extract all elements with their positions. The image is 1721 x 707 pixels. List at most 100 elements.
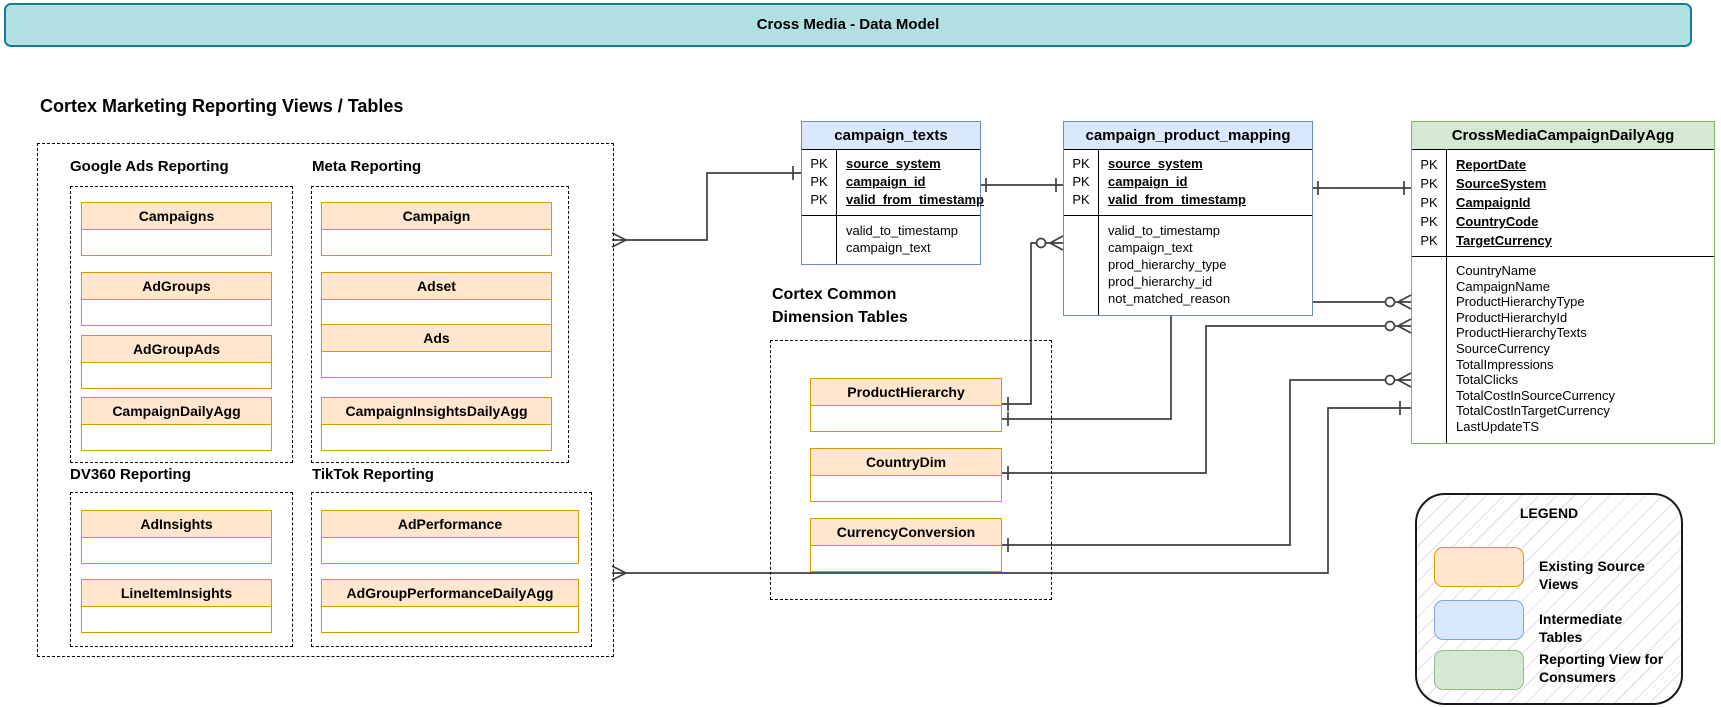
table-adgroupads: AdGroupAds xyxy=(81,335,272,389)
table-title: LineItemInsights xyxy=(82,580,271,607)
legend-swatch-existing-source-views xyxy=(1434,547,1524,587)
pk-field: campaign_id xyxy=(1108,174,1188,189)
table-body xyxy=(322,230,551,255)
connector-currencyconversion-to-agg xyxy=(1000,372,1412,552)
marketing-group-box xyxy=(37,143,614,657)
group-label-dv360: DV360 Reporting xyxy=(70,466,191,483)
pk-key: PK xyxy=(810,174,828,189)
table-body xyxy=(322,300,551,325)
diagram-title: Cross Media - Data Model xyxy=(756,16,940,33)
table-body xyxy=(82,230,271,255)
pk-key: PK xyxy=(1072,192,1090,207)
table-campaigns: Campaigns xyxy=(81,202,272,256)
table-body xyxy=(322,607,578,632)
field: ProductHierarchyType xyxy=(1456,294,1585,310)
pk-key: PK xyxy=(1420,195,1438,210)
field: CountryName xyxy=(1456,263,1537,278)
legend: LEGEND Existing Source Views Intermediat… xyxy=(1415,493,1683,705)
pk-field: valid_from_timestamp xyxy=(846,192,984,207)
connector-texts-to-mapping xyxy=(979,178,1063,192)
field-section: valid_to_timestamp campaign_text prod_hi… xyxy=(1064,216,1312,315)
table-countrydim: CountryDim xyxy=(810,448,1002,502)
legend-label-intermediate-tables: Intermediate Tables xyxy=(1539,611,1623,645)
pk-key: PK xyxy=(1420,233,1438,248)
pk-key: PK xyxy=(1072,156,1090,171)
table-title: ProductHierarchy xyxy=(811,379,1001,406)
table-title: Adset xyxy=(322,273,551,300)
marketing-section-heading: Cortex Marketing Reporting Views / Table… xyxy=(40,96,404,116)
field: prod_hierarchy_type xyxy=(1108,257,1227,272)
field: TotalImpressions xyxy=(1456,356,1554,372)
dimension-group-box xyxy=(770,340,1052,600)
table-campaign: Campaign xyxy=(321,202,552,256)
pk-field: CampaignId xyxy=(1456,195,1531,210)
field-section: valid_to_timestamp campaign_text xyxy=(802,216,980,264)
field: TotalClicks xyxy=(1456,372,1519,388)
field: not_matched_reason xyxy=(1108,291,1231,306)
field: LastUpdateTS xyxy=(1456,418,1540,434)
table-title: AdInsights xyxy=(82,511,271,538)
field-section: CountryName CampaignName ProductHierarch… xyxy=(1412,257,1714,443)
dimension-section-heading: Cortex Common Dimension Tables xyxy=(772,283,908,329)
field: valid_to_timestamp xyxy=(1108,223,1220,238)
pk-field: source_system xyxy=(846,156,941,171)
connector-sources-to-campaign-texts xyxy=(611,166,801,248)
pk-key: PK xyxy=(810,156,828,171)
pk-field: SourceSystem xyxy=(1456,176,1547,191)
table-title: AdPerformance xyxy=(322,511,578,538)
pk-section: PK PK PK PK PK ReportDate SourceSystem C… xyxy=(1412,150,1714,257)
pk-field: valid_from_timestamp xyxy=(1108,192,1246,207)
table-title: CurrencyConversion xyxy=(811,519,1001,546)
pk-field: TargetCurrency xyxy=(1456,233,1552,248)
table-title: AdGroupAds xyxy=(82,336,271,363)
pk-key: PK xyxy=(810,192,828,207)
field: valid_to_timestamp xyxy=(846,223,958,238)
field: prod_hierarchy_id xyxy=(1108,274,1213,289)
pk-section: PK PK PK source_system campaign_id valid… xyxy=(802,150,984,216)
table-lineiteminsights: LineItemInsights xyxy=(81,579,272,633)
pk-section: PK PK PK source_system campaign_id valid… xyxy=(1064,150,1312,216)
field: TotalCostInTargetCurrency xyxy=(1456,403,1610,419)
table-body xyxy=(82,538,271,563)
table-body xyxy=(322,352,551,377)
table-adgroupperformancedailyagg: AdGroupPerformanceDailyAgg xyxy=(321,579,579,633)
pk-field: campaign_id xyxy=(846,174,926,189)
meta-box xyxy=(311,186,569,463)
table-adset: Adset xyxy=(321,272,552,326)
field: CampaignName xyxy=(1456,278,1550,294)
field: ProductHierarchyId xyxy=(1456,309,1568,325)
connector-producthierarchy-to-mapping xyxy=(1000,235,1064,411)
field: SourceCurrency xyxy=(1456,340,1550,356)
legend-title: LEGEND xyxy=(1519,505,1579,521)
table-title: Campaign xyxy=(322,203,551,230)
pk-key: PK xyxy=(1420,157,1438,172)
table-campaigndailyagg: CampaignDailyAgg xyxy=(81,397,272,451)
table-title: AdGroupPerformanceDailyAgg xyxy=(322,580,578,607)
table-adinsights: AdInsights xyxy=(81,510,272,564)
table-title: CampaignInsightsDailyAgg xyxy=(322,398,551,425)
connector-countrydim-to-agg xyxy=(1000,318,1412,480)
dimension-heading-line2: Dimension Tables xyxy=(772,309,908,326)
table-ads: Ads xyxy=(321,324,552,378)
group-label-meta: Meta Reporting xyxy=(312,158,422,175)
table-body xyxy=(82,425,271,450)
table-adperformance: AdPerformance xyxy=(321,510,579,564)
table-title: CampaignDailyAgg xyxy=(82,398,271,425)
dimension-heading-line1: Cortex Common xyxy=(772,286,897,303)
legend-swatch-intermediate-tables xyxy=(1434,600,1524,640)
entity-crossmediacampaigndailyagg: CrossMediaCampaignDailyAgg PK PK PK PK P… xyxy=(1411,121,1715,444)
field: ProductHierarchyTexts xyxy=(1456,325,1587,341)
field: campaign_text xyxy=(1108,240,1193,255)
table-body xyxy=(82,300,271,325)
pk-key: PK xyxy=(1072,174,1090,189)
table-body xyxy=(322,538,578,563)
group-label-tiktok: TikTok Reporting xyxy=(312,466,434,483)
table-adgroups: AdGroups xyxy=(81,272,272,326)
table-body xyxy=(811,406,1001,431)
legend-swatch-reporting-view xyxy=(1434,650,1524,690)
table-campaigninsightsdailyagg: CampaignInsightsDailyAgg xyxy=(321,397,552,451)
group-label-google-ads: Google Ads Reporting xyxy=(70,158,229,175)
pk-key: PK xyxy=(1420,176,1438,191)
